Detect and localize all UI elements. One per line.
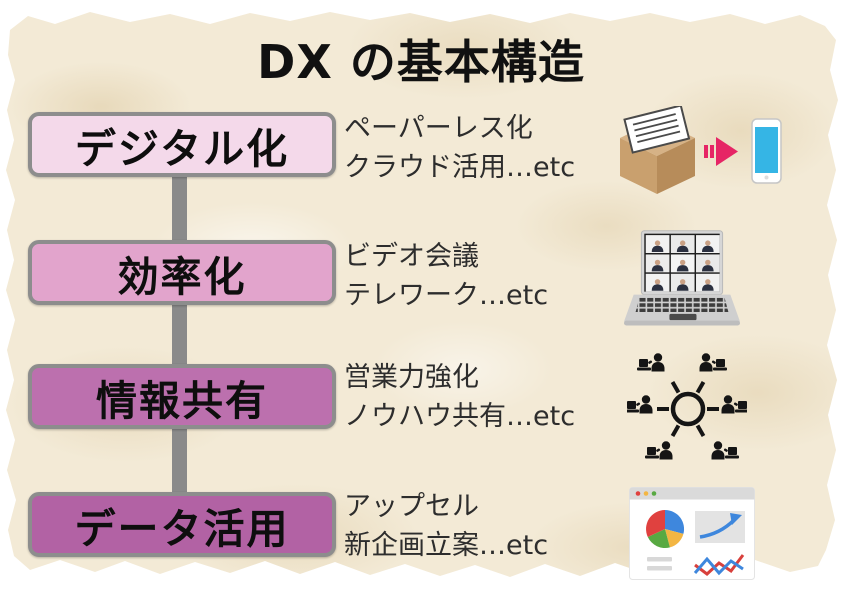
description-line: ペーパーレス化 bbox=[344, 113, 533, 144]
step-label: 情報共有 bbox=[96, 376, 268, 425]
pie-chart-icon bbox=[646, 509, 685, 549]
step-label: 効率化 bbox=[117, 252, 247, 301]
step-label: デジタル化 bbox=[74, 124, 290, 173]
transform-arrow-icon bbox=[704, 137, 738, 166]
window-dot-green bbox=[651, 491, 657, 496]
video-conference-laptop-icon bbox=[624, 230, 740, 326]
description-line: クラウド活用…etc bbox=[344, 152, 576, 183]
people-network-icon bbox=[627, 353, 747, 460]
growth-arrow-icon bbox=[695, 511, 745, 543]
description-line: アップセル bbox=[344, 491, 479, 522]
step-box-efficiency: 効率化 bbox=[28, 240, 336, 305]
description-line: テレワーク…etc bbox=[344, 280, 549, 311]
step-label: データ活用 bbox=[74, 504, 290, 553]
connector-line bbox=[172, 145, 187, 527]
charts-window-icon bbox=[629, 487, 755, 580]
window-dot-yellow bbox=[643, 491, 649, 496]
step-box-digitalization: デジタル化 bbox=[28, 112, 336, 177]
step-description: ビデオ会議 テレワーク…etc bbox=[344, 237, 629, 315]
description-line: 新企画立案…etc bbox=[344, 530, 549, 561]
step-box-data-utilization: データ活用 bbox=[28, 492, 336, 557]
smartphone-icon bbox=[751, 118, 782, 184]
step-description: ペーパーレス化 クラウド活用…etc bbox=[344, 109, 629, 187]
step-box-information-sharing: 情報共有 bbox=[28, 364, 336, 429]
window-dot-red bbox=[635, 491, 641, 496]
step-description: 営業力強化 ノウハウ共有…etc bbox=[344, 358, 629, 436]
description-line: 営業力強化 bbox=[344, 362, 479, 393]
description-line: ノウハウ共有…etc bbox=[344, 401, 576, 432]
line-chart-icon bbox=[693, 554, 745, 576]
page-title: DX の基本構造 bbox=[257, 35, 585, 89]
paper-box-to-smartphone-icon bbox=[620, 106, 782, 194]
description-line: ビデオ会議 bbox=[344, 241, 479, 272]
step-description: アップセル 新企画立案…etc bbox=[344, 487, 629, 565]
